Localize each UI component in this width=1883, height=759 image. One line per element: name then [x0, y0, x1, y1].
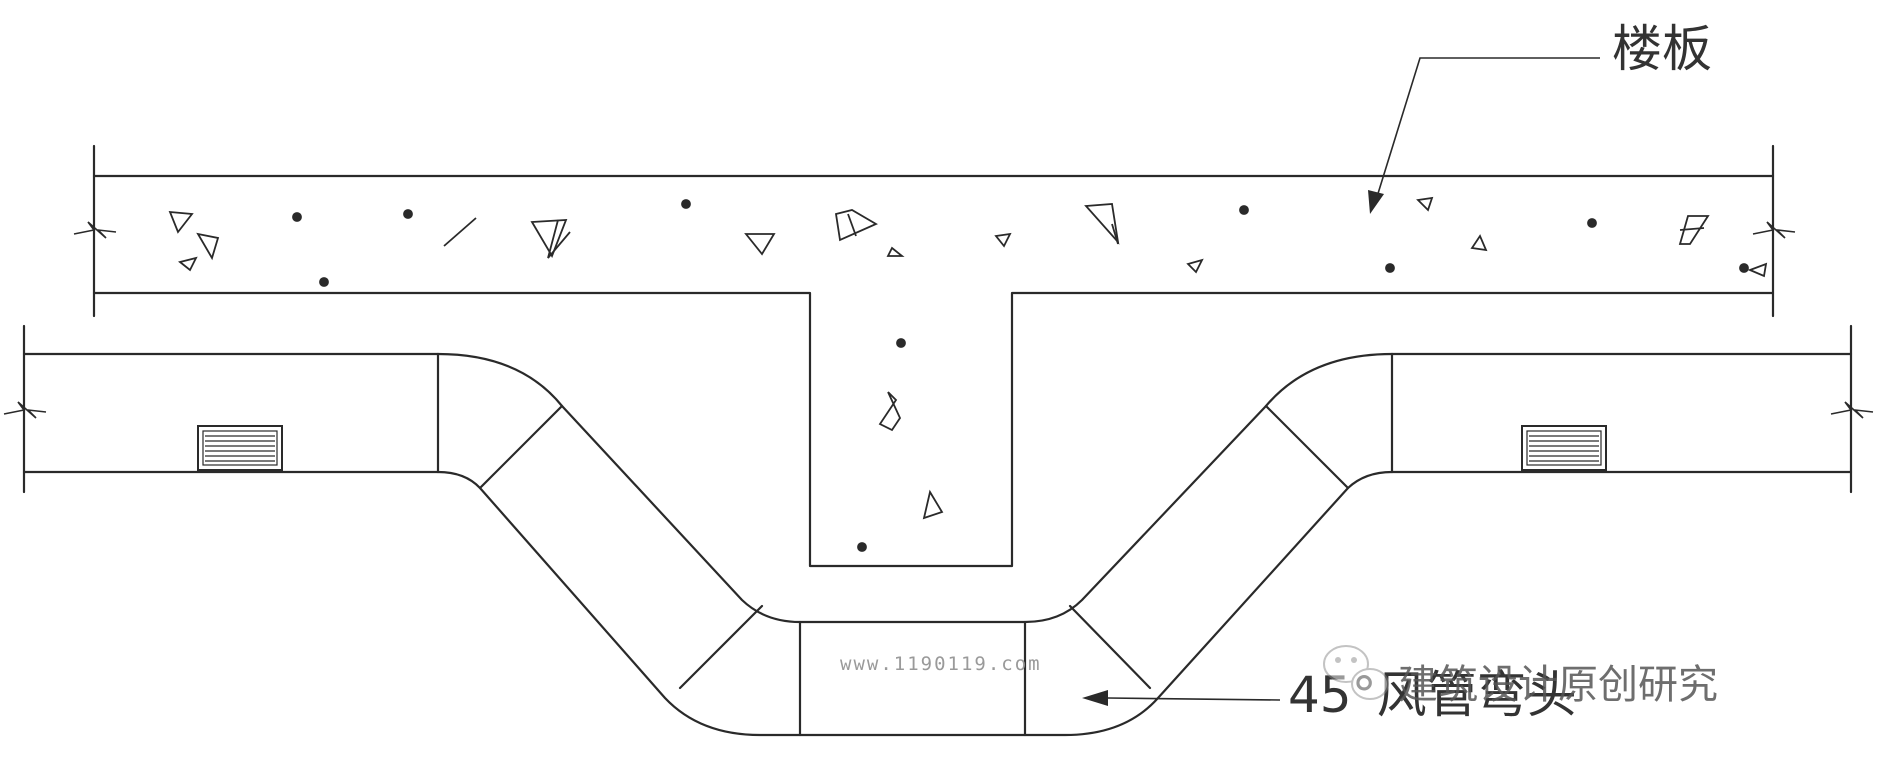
wechat-watermark: 建筑设计原创研究 [1398, 662, 1718, 708]
air-duct [3, 324, 1874, 737]
grille-icon [1521, 425, 1607, 471]
concrete-slab [73, 144, 1796, 568]
concrete-hatch [168, 196, 1768, 552]
wechat-icon [1323, 645, 1389, 700]
grille-icon [197, 425, 283, 471]
elbow-leader [1082, 690, 1281, 706]
site-watermark: www.1190119.com [840, 653, 1042, 675]
slab-label: 楼板 [1612, 20, 1712, 78]
slab-leader [1368, 57, 1600, 214]
